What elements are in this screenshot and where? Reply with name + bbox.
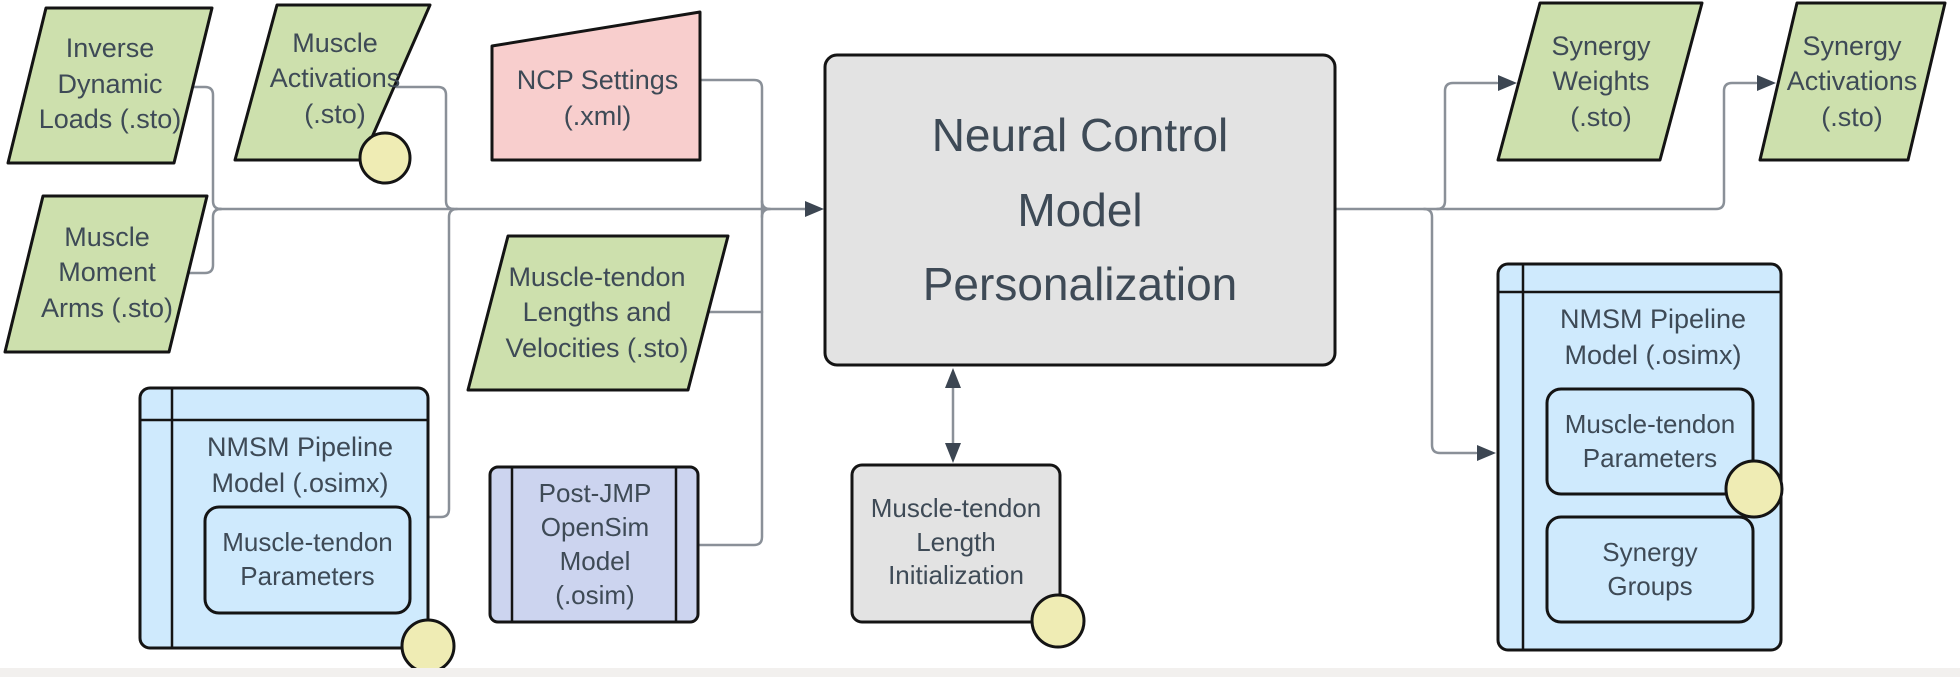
node-shape-mt-lengths-velocities (466, 234, 730, 392)
arrowhead-into-main-box (805, 201, 824, 217)
connector-nmsm-left-to-bus (426, 207, 459, 519)
annotation-circle-nmsm-left (400, 618, 456, 674)
node-shape-post-jmp (488, 465, 700, 624)
arrowhead-initialization-down (945, 443, 961, 463)
arrowhead-into-synergy-weights (1498, 75, 1517, 91)
annotation-circle-muscle-activations (358, 131, 412, 185)
node-shape-synergy-groups (1545, 515, 1755, 624)
node-shape-synergy-activations (1758, 1, 1947, 162)
node-shape-synergy-weights (1496, 1, 1704, 162)
node-shape-inverse-dynamic-loads (6, 6, 214, 165)
arrowhead-into-synergy-activations (1757, 75, 1776, 91)
annotation-circle-mt-parameters-right (1724, 459, 1784, 519)
arrowhead-initialization-up (945, 368, 961, 388)
connector-output-bus (1333, 81, 1758, 211)
node-shape-muscle-moment-arms (3, 194, 209, 354)
node-shape-ncp-settings (490, 10, 702, 162)
annotation-circle-initialization (1030, 593, 1086, 649)
node-shape-mt-parameters-left (203, 505, 412, 615)
connector-inverse-dynamic-to-bus (190, 85, 223, 211)
connector-branch-nmsm-right (1422, 207, 1478, 455)
node-shape-mt-parameters-right (1545, 387, 1755, 496)
node-shape-main-process (823, 53, 1337, 367)
node-shape-mt-length-initialization (850, 463, 1062, 624)
connector-branch-synergy-weights (1435, 81, 1499, 211)
arrowhead-into-nmsm-right (1477, 445, 1496, 461)
bottom-edge-strip (0, 668, 1960, 677)
